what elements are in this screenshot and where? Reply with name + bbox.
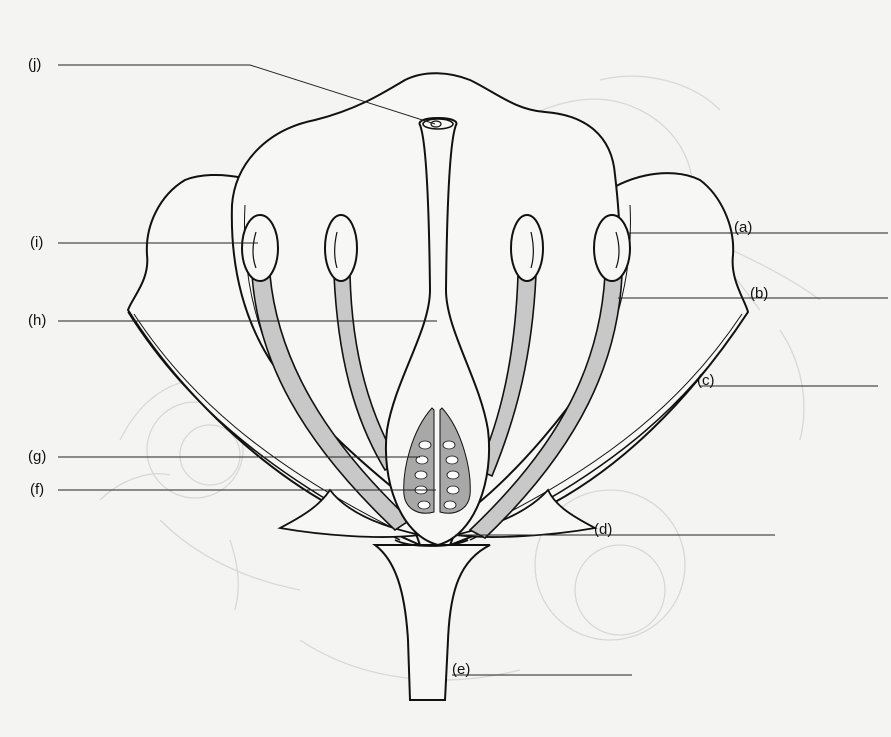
anther-2: [325, 215, 357, 281]
label-f: (f): [30, 481, 44, 498]
label-h: (h): [28, 312, 46, 329]
label-j: (j): [28, 56, 41, 73]
label-b: (b): [750, 285, 768, 302]
label-d: (d): [594, 521, 612, 538]
anther-1: [242, 215, 278, 281]
label-i: (i): [30, 234, 43, 251]
anther-4: [594, 215, 630, 281]
label-e: (e): [452, 661, 470, 678]
label-a: (a): [734, 219, 752, 236]
label-c: (c): [697, 372, 715, 389]
stigma: [423, 119, 453, 129]
stem: [375, 545, 490, 700]
anther-3: [511, 215, 543, 281]
label-g: (g): [28, 448, 46, 465]
